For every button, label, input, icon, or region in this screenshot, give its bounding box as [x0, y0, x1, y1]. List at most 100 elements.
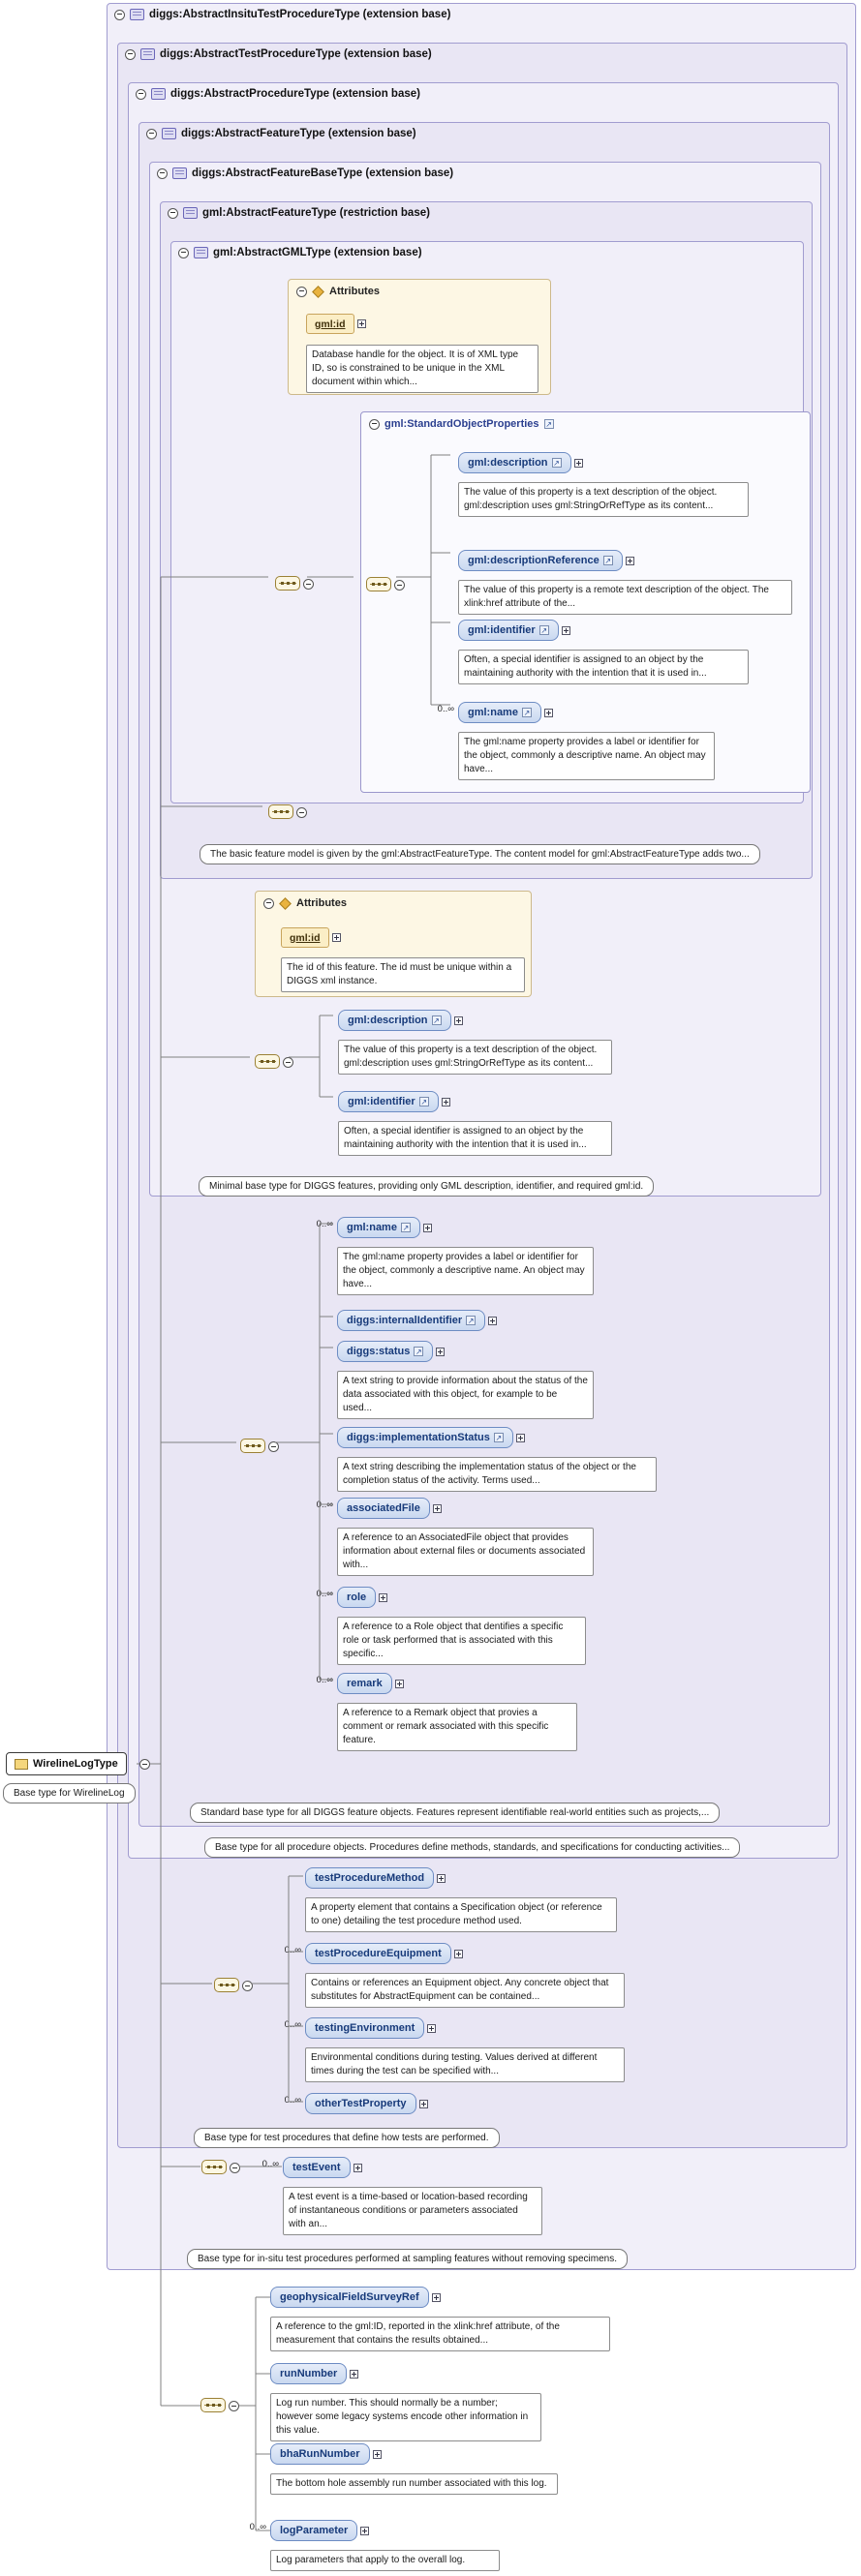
- expand-icon[interactable]: [436, 1347, 446, 1356]
- sequence-icon[interactable]: [366, 577, 391, 591]
- collapse-icon[interactable]: [303, 579, 314, 590]
- element-other-test-property[interactable]: otherTestProperty: [305, 2093, 416, 2114]
- occurs-label: 0..∞: [284, 1945, 301, 1955]
- annotation: The value of this property is a text des…: [458, 482, 749, 517]
- element-testing-environment[interactable]: testingEnvironment: [305, 2017, 425, 2039]
- expand-icon[interactable]: [561, 625, 570, 635]
- expand-icon[interactable]: [422, 1223, 432, 1232]
- expand-icon[interactable]: [437, 1873, 446, 1883]
- element-gml-identifier[interactable]: gml:identifier: [338, 1091, 439, 1112]
- collapse-icon[interactable]: [242, 1981, 253, 1991]
- sequence-icon[interactable]: [200, 2398, 226, 2412]
- expand-icon[interactable]: [453, 1015, 463, 1025]
- expand-icon[interactable]: [418, 2099, 428, 2108]
- element-diggs-status[interactable]: diggs:status: [337, 1341, 434, 1362]
- link-icon[interactable]: [431, 1015, 442, 1025]
- sequence-icon[interactable]: [201, 2160, 227, 2174]
- element-role[interactable]: role: [337, 1587, 377, 1608]
- expand-icon[interactable]: [394, 1679, 404, 1688]
- link-icon[interactable]: [551, 458, 562, 468]
- expand-icon[interactable]: [441, 1097, 450, 1106]
- expand-icon[interactable]: [331, 933, 341, 942]
- expand-icon[interactable]: [427, 2023, 437, 2033]
- attribute-gml-id[interactable]: gml:id: [306, 314, 354, 334]
- link-icon[interactable]: [400, 1223, 411, 1232]
- expand-icon[interactable]: [488, 1316, 498, 1325]
- element-label: gml:identifier: [348, 1096, 415, 1107]
- link-icon[interactable]: [414, 1347, 424, 1356]
- element-label: diggs:status: [347, 1346, 411, 1357]
- element-gml-name[interactable]: gml:name: [458, 702, 541, 723]
- collapse-icon[interactable]: [296, 807, 307, 818]
- collapse-icon[interactable]: [136, 88, 146, 100]
- collapse-icon[interactable]: [114, 9, 125, 20]
- collapse-icon[interactable]: [283, 1057, 293, 1068]
- collapse-icon[interactable]: [296, 286, 307, 297]
- element-test-procedure-equipment[interactable]: testProcedureEquipment: [305, 1943, 451, 1964]
- attributes-section: Attributes gml:id Database handle for th…: [288, 279, 551, 395]
- collapse-icon[interactable]: [146, 128, 157, 139]
- element-row: geophysicalFieldSurveyRef: [270, 2287, 441, 2308]
- annotation: The bottom hole assembly run number asso…: [270, 2473, 558, 2495]
- occurs-label: 0..∞: [437, 704, 454, 714]
- link-icon[interactable]: [418, 1097, 429, 1106]
- element-associated-file[interactable]: associatedFile: [337, 1498, 430, 1519]
- link-icon[interactable]: [602, 556, 613, 565]
- element-gml-identifier[interactable]: gml:identifier: [458, 620, 559, 641]
- element-test-procedure-method[interactable]: testProcedureMethod: [305, 1867, 435, 1889]
- sequence-icon[interactable]: [214, 1978, 239, 1992]
- element-log-parameter[interactable]: logParameter: [270, 2520, 358, 2541]
- link-icon[interactable]: [538, 625, 549, 635]
- collapse-icon[interactable]: [263, 897, 274, 909]
- collapse-icon[interactable]: [168, 207, 178, 219]
- expand-icon[interactable]: [431, 2292, 441, 2302]
- type-pill-wireline-log-type[interactable]: WirelineLogType: [6, 1752, 127, 1775]
- element-diggs-implementation-status[interactable]: diggs:implementationStatus: [337, 1427, 513, 1448]
- element-gml-description[interactable]: gml:description: [338, 1010, 451, 1031]
- element-test-event[interactable]: testEvent: [283, 2157, 351, 2178]
- expand-icon[interactable]: [360, 2526, 370, 2535]
- element-remark[interactable]: remark: [337, 1673, 392, 1694]
- attributes-header: Attributes: [296, 285, 380, 298]
- collapse-icon[interactable]: [125, 48, 136, 60]
- collapse-icon[interactable]: [369, 418, 380, 430]
- expand-icon[interactable]: [625, 556, 634, 565]
- expand-icon[interactable]: [543, 708, 553, 717]
- collapse-icon[interactable]: [229, 2401, 239, 2411]
- occurs-label: 0..∞: [316, 1675, 333, 1685]
- element-diggs-internal-identifier[interactable]: diggs:internalIdentifier: [337, 1310, 486, 1331]
- element-run-number[interactable]: runNumber: [270, 2363, 348, 2384]
- link-icon[interactable]: [543, 419, 554, 429]
- complex-type-icon: [151, 88, 166, 100]
- attribute-gml-id[interactable]: gml:id: [281, 927, 329, 948]
- element-label: diggs:internalIdentifier: [347, 1315, 463, 1326]
- link-icon[interactable]: [466, 1316, 477, 1325]
- link-icon[interactable]: [493, 1433, 504, 1442]
- collapse-icon[interactable]: [157, 167, 168, 179]
- link-icon[interactable]: [521, 708, 532, 717]
- element-gml-description-reference[interactable]: gml:descriptionReference: [458, 550, 623, 571]
- expand-icon[interactable]: [350, 2369, 359, 2379]
- sequence-icon[interactable]: [268, 804, 293, 819]
- sequence-icon[interactable]: [240, 1439, 265, 1453]
- sequence-icon[interactable]: [275, 576, 300, 591]
- element-gml-description[interactable]: gml:description: [458, 452, 571, 473]
- expand-icon[interactable]: [356, 319, 366, 328]
- expand-icon[interactable]: [379, 1592, 388, 1602]
- collapse-icon[interactable]: [394, 580, 405, 591]
- element-geophysical-field-survey-ref[interactable]: geophysicalFieldSurveyRef: [270, 2287, 429, 2308]
- collapse-icon[interactable]: [178, 247, 189, 258]
- expand-icon[interactable]: [515, 1433, 525, 1442]
- expand-icon[interactable]: [573, 458, 583, 468]
- sequence-icon[interactable]: [255, 1054, 280, 1069]
- box-title-gml-object: gml:AbstractGMLType (extension base): [213, 247, 422, 258]
- collapse-icon[interactable]: [139, 1759, 150, 1770]
- expand-icon[interactable]: [353, 2163, 362, 2172]
- expand-icon[interactable]: [432, 1503, 442, 1513]
- element-gml-name[interactable]: gml:name: [337, 1217, 420, 1238]
- collapse-icon[interactable]: [268, 1441, 279, 1452]
- expand-icon[interactable]: [372, 2449, 382, 2459]
- expand-icon[interactable]: [453, 1949, 463, 1958]
- type-name: WirelineLogType: [33, 1758, 118, 1770]
- element-bha-run-number[interactable]: bhaRunNumber: [270, 2443, 370, 2465]
